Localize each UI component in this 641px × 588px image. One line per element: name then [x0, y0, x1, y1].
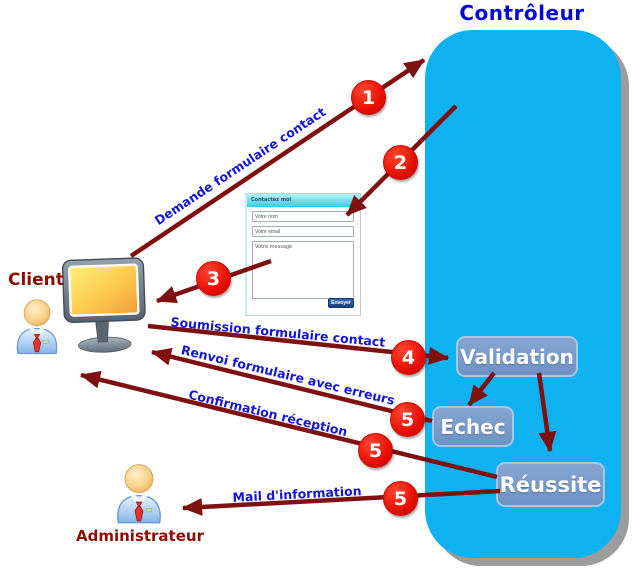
label-confirmation-reception: Confirmation réception: [187, 386, 349, 440]
form-name-input[interactable]: [252, 211, 354, 222]
computer-monitor-icon: [62, 257, 146, 353]
controller-title: Contrôleur: [459, 1, 585, 25]
step-badge-4: 4: [391, 340, 426, 375]
step-badge-1: 1: [351, 80, 386, 115]
success-state-box: Réussite: [496, 462, 605, 507]
client-person-icon: [16, 299, 58, 355]
failure-state-box: Echec: [432, 406, 514, 447]
step-badge-5-confirmation: 5: [358, 433, 393, 468]
label-mail-information: Mail d'information: [232, 483, 362, 505]
step-badge-3: 3: [196, 261, 231, 296]
contact-form-header: Contactez moi: [247, 194, 360, 207]
admin-person-icon: [117, 464, 161, 524]
step-badge-5-mail: 5: [383, 481, 418, 516]
contact-form: Contactez moi Envoyer: [245, 193, 361, 316]
step-badge-2: 2: [383, 145, 418, 180]
step-badge-5-echec: 5: [390, 402, 425, 437]
form-message-textarea[interactable]: [252, 241, 354, 299]
admin-label: Administrateur: [76, 527, 204, 545]
validation-state-box: Validation: [456, 336, 578, 377]
label-soumission-formulaire: Soumission formulaire contact: [169, 314, 387, 350]
form-submit-button[interactable]: Envoyer: [328, 298, 354, 308]
client-label: Client: [8, 270, 64, 290]
form-email-input[interactable]: [252, 226, 354, 237]
